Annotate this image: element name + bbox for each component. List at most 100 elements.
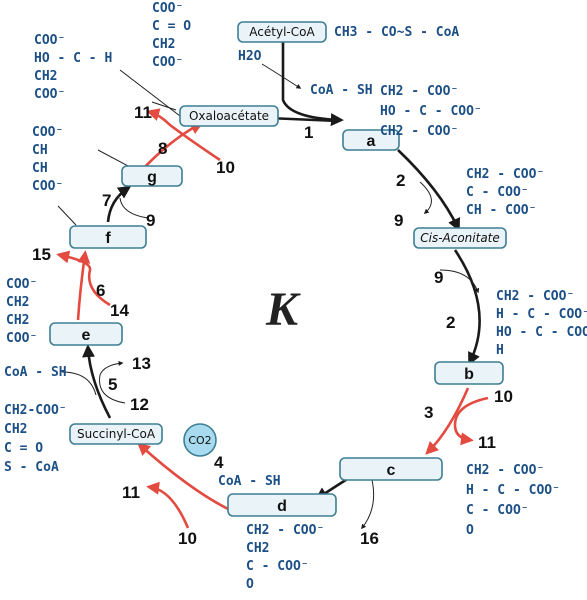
structure-line: CH2-COO⁻ (4, 403, 67, 418)
center-label: K (265, 283, 301, 336)
cofactor-number: 15 (32, 245, 51, 264)
cofactor-number: 9 (146, 211, 155, 230)
arrow-d-to-succinyl (137, 442, 231, 512)
coa-sh-left-label: CoA - SH (4, 365, 67, 380)
structure-line: CH (32, 161, 48, 176)
structure-line: CH2 - COO⁻ (380, 84, 458, 99)
acetyl-coa-formula: CH3 - CO~S - CoA (334, 25, 459, 40)
step-numbers: 1 2 9 9 2 3 10 11 16 4 11 10 5 13 12 6 1… (32, 103, 513, 548)
structure-oxalosuccinate: CH2 - COO⁻H - C - COO⁻C - COO⁻O (466, 463, 560, 538)
structure-line: CH2 (6, 295, 29, 310)
box-acetyl-coa: Acétyl-CoA (237, 21, 327, 43)
structure-line: HO - C - H (34, 51, 112, 66)
cofactor-number: 9 (394, 211, 403, 230)
box-a: a (342, 129, 400, 151)
arrow-16-out (361, 479, 375, 530)
structure-line: O (466, 523, 474, 538)
svg-text:f: f (105, 230, 111, 247)
structure-line: CH - COO⁻ (466, 203, 536, 218)
cofactor-number: 10 (494, 387, 513, 406)
cofactor-number: 11 (478, 433, 496, 452)
structure-isocitrate: CH2 - COO⁻H - C - COO⁻HO - C - COO⁻H (496, 289, 587, 358)
structure-line: C - COO⁻ (466, 185, 529, 200)
box-oxaloacetate: Oxaloacétate (179, 105, 279, 127)
cofactor-number: 10 (216, 158, 235, 177)
arrow-a-to-cis (397, 149, 460, 232)
structure-line: CH2 (4, 422, 27, 437)
step-number: 7 (102, 191, 111, 210)
arrow-oxaloacetate-to-a (267, 116, 339, 123)
structure-line: COO⁻ (34, 87, 65, 102)
arrow-succinyl-to-e (82, 344, 112, 419)
structure-line: HO - C - COO⁻ (380, 104, 482, 119)
cofactor-number: 14 (110, 301, 129, 320)
step-number: 4 (214, 453, 224, 472)
structure-line: COO⁻ (152, 55, 183, 70)
box-b: b (434, 361, 504, 385)
arrow-cis-to-b (453, 249, 481, 366)
svg-text:Acétyl-CoA: Acétyl-CoA (249, 25, 315, 39)
structure-line: COO⁻ (6, 277, 37, 292)
structure-line: CH2 - COO⁻ (380, 124, 458, 139)
box-e: e (49, 322, 123, 346)
structure-line: C - COO⁻ (246, 559, 309, 574)
svg-text:e: e (82, 327, 91, 344)
svg-text:Succinyl-CoA: Succinyl-CoA (77, 427, 156, 441)
structure-line: CH (32, 143, 48, 158)
structure-line: CH2 - COO⁻ (246, 523, 324, 538)
structure-line: CH2 - COO⁻ (466, 167, 544, 182)
structure-cis: CH2 - COO⁻ C - COO⁻ CH - COO⁻ (466, 167, 544, 218)
structure-line: H (496, 343, 504, 358)
structure-line: CH2 - COO⁻ (466, 463, 544, 478)
cofactor-number: 9 (434, 268, 443, 287)
cofactor-number: 11 (134, 103, 152, 122)
svg-text:d: d (277, 498, 287, 515)
cofactor-number: 16 (360, 529, 379, 548)
arrow-10-to-11-step4 (146, 481, 190, 529)
structure-line: HO - C - COO⁻ (496, 325, 587, 340)
arrow-9-water-out (419, 181, 432, 214)
box-cis-aconitate: Cis-Aconitate (413, 227, 507, 249)
step-number: 8 (158, 139, 167, 158)
chemical-structures: CH2 - COO⁻HO - C - COO⁻CH2 - COO⁻CH2 - C… (4, 1, 587, 592)
step-number: 2 (446, 313, 455, 332)
structure-line: COO⁻ (6, 331, 37, 346)
svg-text:c: c (387, 462, 396, 479)
step-number: 6 (96, 281, 105, 300)
arrow-b-to-c (425, 387, 470, 455)
structure-line: S - CoA (4, 460, 59, 475)
structure-line: O (246, 577, 254, 592)
structure-succinylcoa: CH2-COO⁻ CH2 C = O S - CoA (4, 403, 67, 475)
arrow-8-10-to-11 (146, 108, 221, 162)
box-d: d (227, 493, 337, 517)
svg-text:Cis-Aconitate: Cis-Aconitate (420, 231, 500, 245)
arrow-step-1 (281, 42, 344, 127)
arrow-12-to-13 (99, 360, 126, 404)
structure-line: CH2 (246, 541, 269, 556)
svg-text:CO2: CO2 (188, 434, 211, 447)
structure-line: CH2 (152, 37, 175, 52)
arrow-10-to-11-step3 (453, 396, 489, 446)
cofactor-number: 11 (122, 483, 140, 502)
step-number: 3 (424, 403, 433, 422)
structure-line: C = O (4, 441, 43, 456)
arrow-f-to-g (106, 185, 132, 223)
arrow-e-to-f (76, 250, 91, 321)
box-g: g (121, 165, 183, 187)
arrow-g-to-oxaloacetate (139, 122, 204, 173)
coa-sh-bottom-label: CoA - SH (218, 474, 281, 489)
box-f: f (69, 225, 147, 249)
structure-citrate: CH2 - COO⁻ HO - C - COO⁻ CH2 - COO⁻ (380, 84, 482, 139)
structure-line: COO⁻ (34, 33, 65, 48)
arrow-9-water-in (439, 269, 480, 294)
svg-text:g: g (147, 169, 157, 186)
structure-line: C = O (152, 19, 191, 34)
structure-line: CH2 - COO⁻ (496, 289, 574, 304)
svg-text:b: b (464, 366, 474, 383)
structure-line: CH2 (6, 313, 29, 328)
